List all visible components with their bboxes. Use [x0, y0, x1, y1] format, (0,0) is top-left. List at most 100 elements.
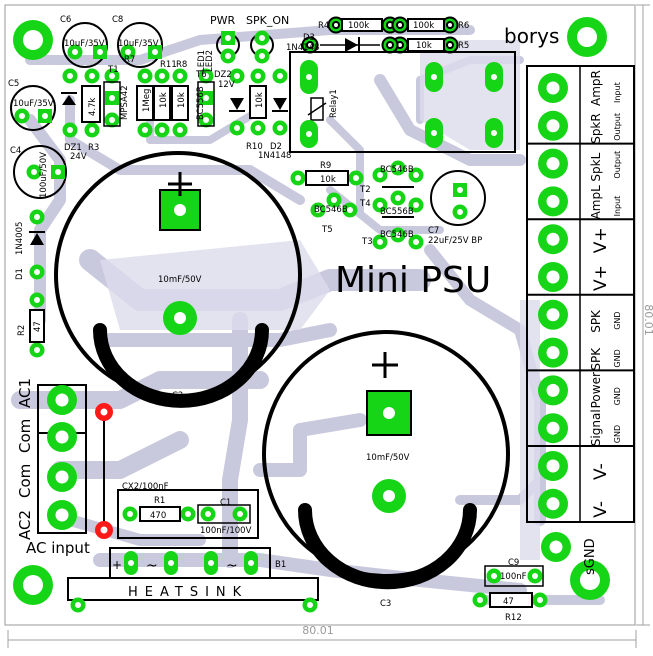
conn-right-label: V+	[591, 227, 611, 253]
conn-right-pad	[538, 299, 568, 330]
silkscreen-text: Mini PSU borys 80.01 80.01 HEATSINK AC i…	[8, 14, 653, 637]
conn-left-ac2: AC2	[16, 510, 34, 540]
label-t3: T3	[361, 237, 373, 247]
small-parts-row	[61, 68, 288, 138]
conn-right-pad	[538, 186, 568, 217]
conn-right-label: V-	[591, 501, 611, 518]
label-c5v: 10uF/35V	[13, 99, 54, 109]
label-c8: C8	[112, 15, 123, 25]
label-pwr: PWR	[210, 14, 236, 27]
label-r12: R12	[505, 613, 522, 623]
transistor-group	[290, 160, 424, 250]
label-dz2: DZ2	[214, 70, 232, 80]
label-t4: T4	[359, 199, 371, 209]
label-r12v: 47	[503, 597, 514, 607]
label-t3v: BC546B	[380, 230, 414, 240]
dim-width: 80.01	[302, 624, 334, 637]
conn-right-label: Signal	[589, 409, 603, 446]
connector-left-block	[37, 384, 87, 534]
conn-right-pad	[538, 488, 568, 519]
heatsink	[67, 577, 319, 613]
conn-right-sublabel: GND	[613, 311, 622, 329]
bridge-plus: +	[112, 558, 122, 572]
snubber-block	[117, 489, 259, 539]
conn-right-sublabel: Output	[613, 113, 622, 141]
label-led2: LED2	[205, 50, 215, 72]
label-c7v: 22uF/25V BP	[428, 236, 482, 246]
capacitor-c4	[13, 145, 67, 199]
board-author: borys	[504, 24, 559, 48]
led-spk-on	[250, 30, 274, 64]
sgnd-pad	[541, 532, 571, 562]
label-c9v: 100nF	[500, 572, 527, 582]
diode-d1-r2	[29, 209, 45, 358]
conn-right-sublabel: GND	[613, 425, 622, 443]
label-r8v: 10k	[177, 92, 187, 108]
conn-right-label: Power	[589, 372, 603, 408]
label-spk-on: SPK_ON	[246, 14, 289, 27]
relay-1	[289, 51, 516, 153]
label-cx2: CX2/100nF	[122, 482, 169, 492]
label-c4v: 100uF/50V	[39, 152, 49, 198]
label-c1: C1	[220, 498, 231, 508]
label-dz1: DZ1	[64, 143, 82, 153]
conn-right-pad	[538, 337, 568, 368]
conn-right-label: AmpR	[589, 70, 603, 106]
conn-right-label: SpkL	[589, 152, 603, 181]
label-r10: R10	[246, 142, 263, 152]
label-t4v: BC556B	[380, 207, 414, 217]
conn-right-pad	[538, 224, 568, 255]
capacitor-c7	[430, 170, 486, 226]
label-r3v: 4.7k	[88, 97, 98, 116]
label-t5: T5	[321, 225, 333, 235]
label-relay: Relay1	[329, 89, 339, 118]
label-r6: R6	[458, 21, 469, 31]
conn-right-label: SPK	[589, 309, 603, 333]
label-r6v: 100k	[413, 21, 434, 31]
conn-right-pad	[538, 375, 568, 406]
label-r11: R11	[160, 60, 177, 70]
mounting-holes	[13, 17, 610, 605]
label-c9: C9	[508, 558, 519, 568]
label-d1: D1	[15, 268, 25, 280]
label-c8v: 10uF/35V	[118, 39, 159, 49]
conn-right-sublabel: Output	[613, 151, 622, 179]
label-d3v: 1N4148	[286, 43, 319, 53]
red-vias	[95, 403, 113, 539]
label-b1: B1	[275, 560, 286, 570]
label-dz1v: 24V	[70, 152, 87, 162]
diode-d3	[320, 37, 380, 53]
conn-right-pad	[538, 413, 568, 444]
c9-r12	[472, 565, 548, 608]
sgnd-label: sGND	[583, 538, 598, 575]
label-r5v: 10k	[416, 41, 432, 51]
conn-right-pad	[538, 262, 568, 292]
conn-right-label: AmpL	[589, 185, 603, 220]
label-r9v: 10k	[320, 175, 336, 185]
conn-left-com1: Com	[16, 419, 34, 453]
conn-left-ac1: AC1	[16, 378, 34, 408]
label-c6: C6	[60, 15, 71, 25]
led-pwr	[216, 31, 240, 64]
capacitor-c8	[117, 22, 163, 68]
label-r5: R5	[458, 41, 469, 51]
label-r1: R1	[154, 496, 165, 506]
label-r8: R8	[176, 60, 187, 70]
conn-right-pad	[538, 110, 568, 141]
conn-right-label: SpkR	[589, 113, 603, 144]
label-c6v: 10uF/35V	[64, 39, 105, 49]
capacitor-c6	[62, 22, 108, 68]
label-c7: C7	[428, 226, 439, 236]
label-r4: R4	[318, 21, 329, 31]
dimension-lines	[7, 4, 650, 648]
label-t2: T2	[359, 185, 371, 195]
dim-height: 80.01	[642, 304, 653, 336]
label-led1: LED1	[197, 50, 207, 72]
conn-left-com2: Com	[16, 464, 34, 498]
connector-right-block	[526, 65, 635, 523]
bridge-ac2: ~	[226, 558, 238, 574]
resistors-top	[301, 16, 459, 54]
label-t6: T6	[195, 70, 207, 80]
